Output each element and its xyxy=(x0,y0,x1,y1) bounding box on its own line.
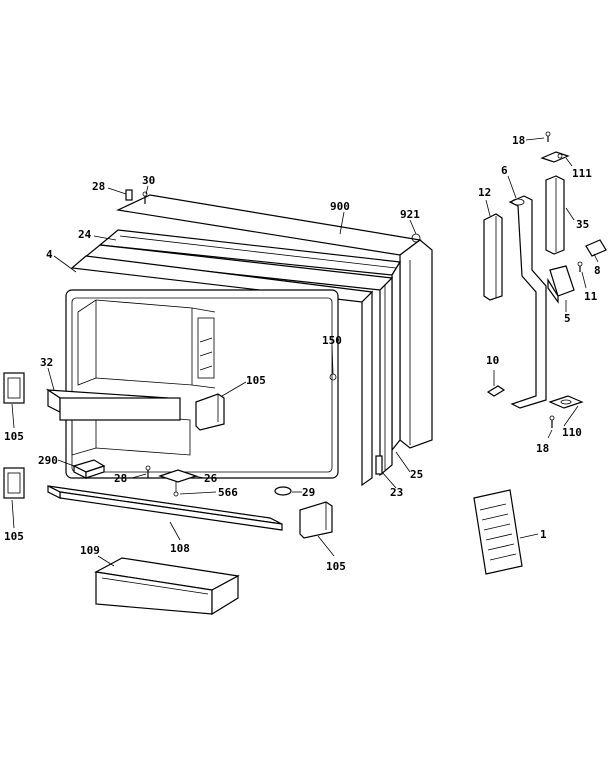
label-4: 4 xyxy=(46,248,53,261)
manual-1 xyxy=(473,489,523,575)
screw-18-top xyxy=(545,131,551,142)
hinge-plate-110 xyxy=(548,395,584,409)
label-8: 8 xyxy=(594,264,601,277)
label-6: 6 xyxy=(501,164,508,177)
bin-109 xyxy=(94,557,240,616)
label-921: 921 xyxy=(400,208,420,221)
bracket-5 xyxy=(547,265,575,304)
shelf-clip-105-left-top xyxy=(3,372,25,404)
part-10 xyxy=(486,385,506,397)
screw-11 xyxy=(577,261,583,272)
screw-28-mid xyxy=(145,465,151,478)
shelf-108 xyxy=(47,485,283,531)
part-23 xyxy=(375,455,383,475)
label-5: 5 xyxy=(564,312,571,325)
label-111: 111 xyxy=(572,167,592,180)
label-290: 290 xyxy=(38,454,58,467)
label-105-left-bottom: 105 xyxy=(4,530,24,543)
screw-28-top xyxy=(125,189,133,201)
hinge-111 xyxy=(540,151,570,163)
label-105-center: 105 xyxy=(246,374,266,387)
part-26 xyxy=(158,469,198,497)
label-18-bottom: 18 xyxy=(536,442,549,455)
label-10: 10 xyxy=(486,354,499,367)
bar-35 xyxy=(545,175,565,255)
part-labels: 18 111 6 12 35 8 11 5 10 110 18 28 30 90… xyxy=(4,134,601,573)
label-109: 109 xyxy=(80,544,100,557)
door-gasket xyxy=(82,229,402,477)
shelf-clip-105-center xyxy=(195,393,225,431)
label-24: 24 xyxy=(78,228,92,241)
part-12 xyxy=(483,213,503,301)
label-150: 150 xyxy=(322,334,342,347)
label-28-mid: 28 xyxy=(114,472,127,485)
label-23: 23 xyxy=(390,486,403,499)
label-26: 26 xyxy=(204,472,218,485)
part-29 xyxy=(274,486,292,496)
label-18-top: 18 xyxy=(512,134,525,147)
label-32: 32 xyxy=(40,356,53,369)
shelf-rail-32 xyxy=(45,388,181,421)
screw-30 xyxy=(142,191,148,204)
label-108: 108 xyxy=(170,542,190,555)
label-105-left-top: 105 xyxy=(4,430,24,443)
label-110: 110 xyxy=(562,426,582,439)
label-1: 1 xyxy=(540,528,547,541)
door-liner xyxy=(65,255,374,487)
label-25: 25 xyxy=(410,468,423,481)
part-8 xyxy=(585,239,607,257)
leader-lines xyxy=(11,137,599,567)
hinge-arm-6 xyxy=(508,195,547,409)
label-29: 29 xyxy=(302,486,315,499)
label-35: 35 xyxy=(576,218,589,231)
label-105-right: 105 xyxy=(326,560,346,573)
shelf-clip-105-right xyxy=(299,501,333,539)
label-900: 900 xyxy=(330,200,350,213)
screw-18-bottom xyxy=(549,415,555,428)
label-30: 30 xyxy=(142,174,155,187)
label-28-top: 28 xyxy=(92,180,105,193)
part-290 xyxy=(72,459,106,479)
label-12: 12 xyxy=(478,186,491,199)
shelf-clip-105-left-bottom xyxy=(3,467,25,499)
label-566: 566 xyxy=(218,486,238,499)
label-11: 11 xyxy=(584,290,598,303)
